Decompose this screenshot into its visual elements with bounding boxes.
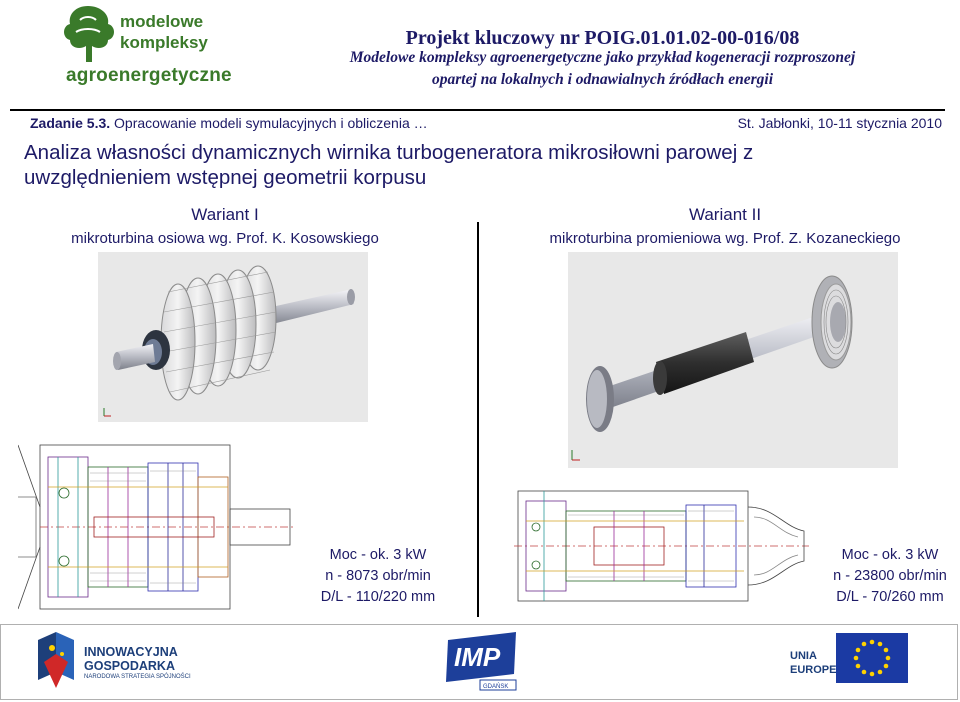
ig-emblem-icon xyxy=(38,632,74,688)
variant1-title: Wariant I xyxy=(191,205,259,224)
main-title: Analiza własności dynamicznych wirnika t… xyxy=(24,140,944,190)
modelowe-kompleksy-logo: modelowe kompleksy agroenergetyczne xyxy=(58,2,232,94)
innowacyjna-gospodarka-logo xyxy=(30,632,240,692)
variant2-dimensions: D/L - 70/260 mm xyxy=(836,589,944,605)
radial-turbine-drawing xyxy=(514,487,809,605)
imp-subtext: GDAŃSK xyxy=(483,683,508,690)
axis-triad-icon xyxy=(103,408,111,417)
tree-icon xyxy=(64,6,114,62)
variant1-power: Moc - ok. 3 kW xyxy=(329,547,427,563)
main-title-line2: uwzględnieniem wstępnej geometrii korpus… xyxy=(24,166,427,189)
ig-line3: NARODOWA STRATEGIA SPÓJNOŚCI xyxy=(84,674,191,680)
ig-line2: GOSPODARKA xyxy=(84,659,175,673)
project-subtitle-line1: Modelowe kompleksy agroenergetyczne jako… xyxy=(349,49,856,66)
variant2-power: Moc - ok. 3 kW xyxy=(841,547,939,563)
logo-line1: modelowe xyxy=(120,12,204,31)
variant2-subtitle: mikroturbina promieniowa wg. Prof. Z. Ko… xyxy=(549,230,901,247)
variant1-subtitle: mikroturbina osiowa wg. Prof. K. Kosowsk… xyxy=(71,230,379,247)
logo-line2: kompleksy xyxy=(120,33,208,52)
variant2-speed: n - 23800 obr/min xyxy=(833,568,947,584)
project-subtitle-line2: opartej na lokalnych i odnawialnych źród… xyxy=(431,71,774,88)
project-title: Projekt kluczowy nr POIG.01.01.02-00-016… xyxy=(405,27,800,49)
eu-flag-icon xyxy=(836,633,908,683)
axis-triad-icon xyxy=(571,450,580,461)
task-prefix: Zadanie 5.3. xyxy=(30,115,111,131)
axial-rotor-render xyxy=(98,252,368,422)
ig-line1: INNOWACYJNA xyxy=(84,645,178,659)
variant2-title: Wariant II xyxy=(688,205,762,224)
task-text: Opracowanie modeli symulacyjnych i oblic… xyxy=(110,115,428,131)
main-title-line1: Analiza własności dynamicznych wirnika t… xyxy=(24,141,754,164)
variant2-specs: Moc - ok. 3 kW n - 23800 obr/min D/L - 7… xyxy=(815,545,960,608)
axial-turbine-drawing xyxy=(17,437,298,612)
imp-gdansk-logo: IMP GDAŃSK xyxy=(444,630,520,694)
vertical-divider xyxy=(477,222,479,617)
header-divider xyxy=(10,109,945,111)
variant1-specs: Moc - ok. 3 kW n - 8073 obr/min D/L - 11… xyxy=(303,545,453,608)
variant1-speed: n - 8073 obr/min xyxy=(325,568,431,584)
event-date: St. Jabłonki, 10-11 stycznia 2010 xyxy=(737,115,942,131)
radial-rotor-render xyxy=(568,252,898,468)
eu-line1: UNIA xyxy=(790,650,817,662)
imp-text: IMP xyxy=(454,642,501,672)
logo-line3: agroenergetyczne xyxy=(66,65,232,86)
variant1-dimensions: D/L - 110/220 mm xyxy=(320,589,436,605)
task-label: Zadanie 5.3. Opracowanie modeli symulacy… xyxy=(30,115,428,131)
